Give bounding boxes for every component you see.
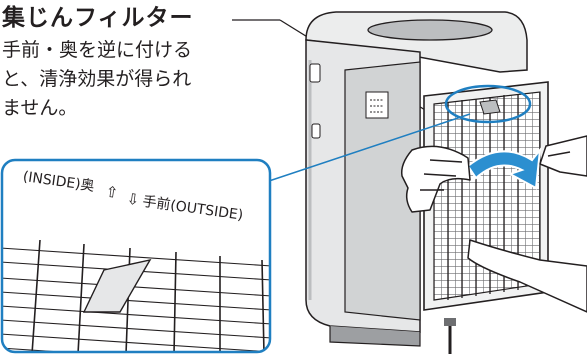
filter-callout-title: 集じんフィルター — [2, 5, 194, 31]
caution-line: 手前・奥を逆に付ける — [2, 39, 193, 61]
air-purifier-body — [305, 11, 528, 354]
inset-zoom-panel: (INSIDE)奥 ⇧ ⇩ 手前(OUTSIDE) — [0, 158, 272, 354]
caution-note: 手前・奥を逆に付ける と、清浄効果が得られ ません。 — [2, 36, 272, 123]
filter-tab — [82, 258, 152, 313]
dust-filter-panel — [423, 81, 549, 311]
caution-line: ません。 — [2, 97, 78, 119]
hands-illustration — [400, 135, 587, 313]
outside-down-arrow-icon: ⇩ — [126, 190, 141, 210]
direction-arrow-icon — [466, 146, 542, 190]
inset-leader-line — [265, 113, 471, 183]
inside-up-arrow-icon: ⇧ — [104, 183, 119, 203]
tab-highlight-circle — [444, 84, 532, 124]
caution-line: と、清浄効果が得られ — [2, 68, 192, 90]
